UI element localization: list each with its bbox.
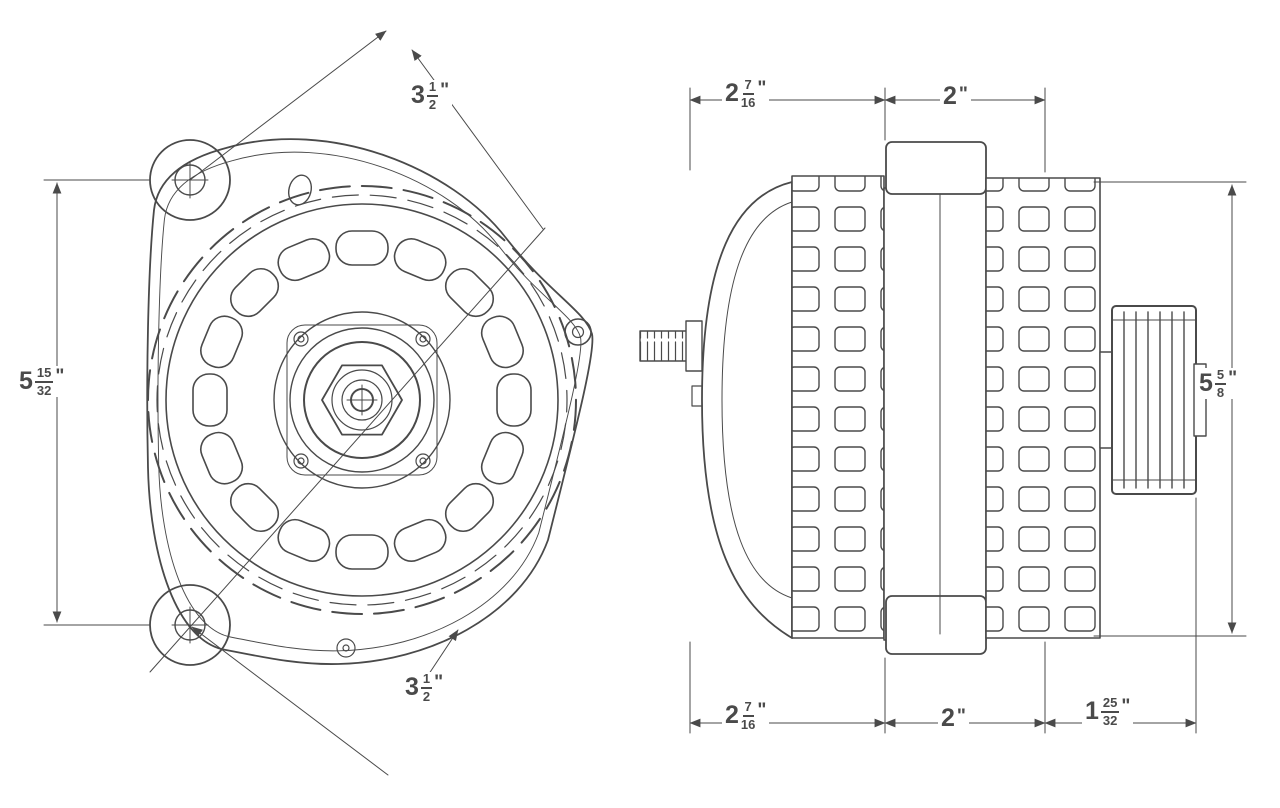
denominator: 8 xyxy=(1216,384,1225,400)
value: 2 xyxy=(941,704,955,732)
rear-fin-stack xyxy=(985,177,1101,639)
pulley-grooves xyxy=(1123,311,1185,489)
bottom-mounting-boss xyxy=(885,595,987,655)
value: 2 xyxy=(943,82,957,110)
pulley-assembly xyxy=(1099,305,1207,495)
dim-side-bottom-left-label: 2 7 16 " xyxy=(722,700,770,732)
value: 3 xyxy=(405,673,419,702)
unit: " xyxy=(956,706,966,727)
value: 5 xyxy=(1199,369,1213,398)
mounting-flange-inner-line xyxy=(157,151,582,652)
denominator: 32 xyxy=(36,382,52,398)
center-housing xyxy=(883,141,987,655)
dim-side-bottom-right-label: 1 25 32 " xyxy=(1082,696,1134,728)
fraction: 15 32 xyxy=(34,366,54,398)
numerator: 15 xyxy=(34,366,54,383)
shaft-hub xyxy=(273,311,451,489)
front-dimension-lines xyxy=(43,30,546,776)
numerator: 1 xyxy=(420,672,433,689)
dim-side-height-label: 5 5 8 " xyxy=(1196,368,1241,400)
value: 2 xyxy=(725,701,739,730)
dim-side-top-right-label: 2 " xyxy=(940,84,971,109)
dim-side-top-left-label: 2 7 16 " xyxy=(722,78,770,110)
value: 3 xyxy=(411,81,425,110)
numerator: 1 xyxy=(426,80,439,97)
value: 2 xyxy=(725,79,739,108)
fraction: 7 16 xyxy=(741,78,755,109)
numerator: 25 xyxy=(1100,696,1120,713)
front-view xyxy=(43,30,594,776)
mounting-flange-outline xyxy=(146,138,594,665)
numerator: 7 xyxy=(742,78,754,95)
fraction: 1 2 xyxy=(426,80,439,112)
denominator: 2 xyxy=(428,96,437,112)
terminal-stud xyxy=(639,320,711,407)
front-fin-stack xyxy=(791,175,885,639)
numerator: 7 xyxy=(742,700,754,717)
flange-small-hole xyxy=(336,638,356,658)
fraction: 7 16 xyxy=(741,700,755,731)
hub-bolt-holes xyxy=(293,331,431,469)
unit: " xyxy=(1228,368,1238,389)
denominator: 32 xyxy=(1102,712,1118,728)
flange-slot-hole xyxy=(287,174,313,206)
unit: " xyxy=(55,366,65,387)
fan-scallop-ring xyxy=(147,185,577,615)
unit: " xyxy=(757,78,767,99)
fraction: 1 2 xyxy=(420,672,433,704)
dim-front-top-diagonal-label: 3 1 2 " xyxy=(408,80,453,112)
mounting-lug-right xyxy=(564,318,592,346)
dim-front-height-label: 5 15 32 " xyxy=(16,366,68,398)
unit: " xyxy=(757,700,767,721)
side-view xyxy=(639,87,1247,734)
value: 5 xyxy=(19,367,33,396)
unit: " xyxy=(440,80,450,101)
denominator: 16 xyxy=(740,94,756,110)
dim-side-bottom-mid-label: 2 " xyxy=(938,706,969,731)
mounting-ear-bottom-left xyxy=(149,584,231,666)
dim-front-bottom-diagonal-label: 3 1 2 " xyxy=(402,672,447,704)
shaft xyxy=(1099,351,1113,449)
top-mounting-boss xyxy=(885,141,987,195)
center-crosshair xyxy=(346,384,378,416)
unit: " xyxy=(1121,696,1131,717)
denominator: 16 xyxy=(740,716,756,732)
front-cover xyxy=(701,181,793,639)
unit: " xyxy=(958,84,968,105)
numerator: 5 xyxy=(1214,368,1227,385)
shaft-hex-nut xyxy=(321,364,403,436)
unit: " xyxy=(434,672,444,693)
fraction: 5 8 xyxy=(1214,368,1227,400)
denominator: 2 xyxy=(422,688,431,704)
value: 1 xyxy=(1085,697,1099,726)
fraction: 25 32 xyxy=(1100,696,1120,728)
